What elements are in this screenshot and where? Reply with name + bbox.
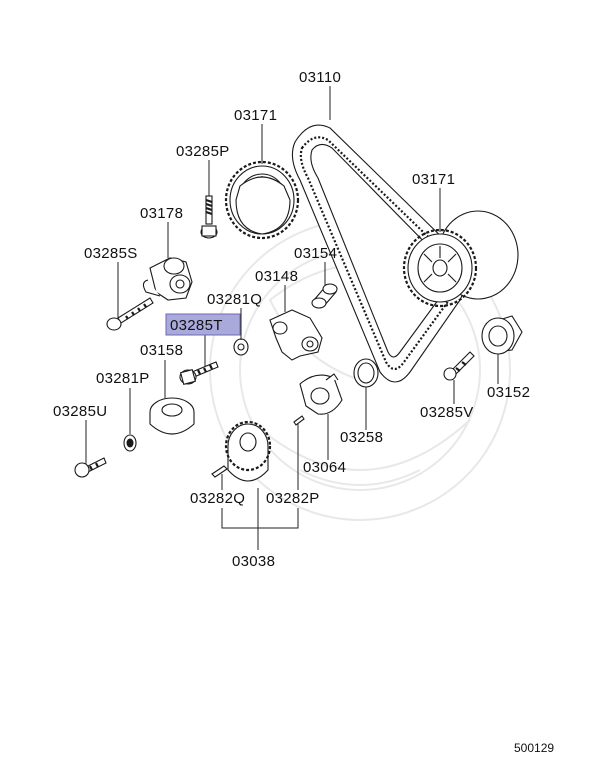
key-03282Q[interactable]	[211, 465, 228, 478]
diagram-reference-number: 500129	[514, 741, 554, 755]
label-03285S[interactable]: 03285S	[84, 245, 138, 262]
leader-lines	[85, 86, 499, 550]
label-03178[interactable]: 03178	[140, 205, 183, 222]
gasket-03258[interactable]	[353, 358, 379, 388]
bolt-03285P[interactable]	[200, 195, 218, 239]
label-03064[interactable]: 03064	[303, 459, 346, 476]
bolt-03285S[interactable]	[106, 297, 154, 331]
label-03148[interactable]: 03148	[255, 268, 298, 285]
label-03152[interactable]: 03152	[487, 384, 530, 401]
idler-pulley-03158[interactable]	[149, 397, 195, 435]
washer-03281P[interactable]	[123, 434, 137, 452]
label-03281P[interactable]: 03281P	[96, 370, 150, 387]
highlight-box	[165, 313, 241, 336]
idler-pulley-03152[interactable]	[481, 315, 523, 355]
label-03110[interactable]: 03110	[299, 69, 341, 86]
tensioner-arm-03178[interactable]	[142, 257, 193, 301]
label-03154[interactable]: 03154	[294, 245, 337, 262]
crankshaft-sprocket[interactable]	[224, 420, 272, 482]
bolt-03285T[interactable]	[179, 361, 219, 386]
spacer-03154[interactable]	[311, 283, 338, 309]
label-03285V[interactable]: 03285V	[420, 404, 474, 421]
bolt-03285V[interactable]	[443, 351, 475, 381]
label-03282Q[interactable]: 03282Q	[190, 490, 245, 507]
label-03158[interactable]: 03158	[140, 342, 183, 359]
camshaft-sprocket-right[interactable]	[402, 210, 519, 308]
label-03285U[interactable]: 03285U	[53, 403, 107, 420]
label-03281Q[interactable]: 03281Q	[207, 291, 262, 308]
key-03282P[interactable]	[293, 415, 305, 426]
label-03038[interactable]: 03038	[232, 553, 275, 570]
label-03171-left[interactable]: 03171	[234, 107, 277, 124]
label-03285P[interactable]: 03285P	[176, 143, 230, 160]
label-03285T[interactable]: 03285T	[170, 317, 223, 334]
camshaft-sprocket-left[interactable]	[224, 160, 300, 240]
label-03171-right[interactable]: 03171	[412, 171, 455, 188]
bolt-03285U[interactable]	[74, 457, 107, 478]
timing-belt[interactable]	[291, 124, 467, 383]
label-03258[interactable]: 03258	[340, 429, 383, 446]
tensioner-bracket-03148[interactable]	[269, 309, 323, 361]
part-labels: 03110 03171 03171 03285P 03178 03285S 03…	[53, 69, 530, 570]
timing-plate-03064[interactable]	[299, 373, 343, 415]
label-03282P[interactable]: 03282P	[266, 490, 320, 507]
washer-03281Q[interactable]	[233, 338, 249, 356]
